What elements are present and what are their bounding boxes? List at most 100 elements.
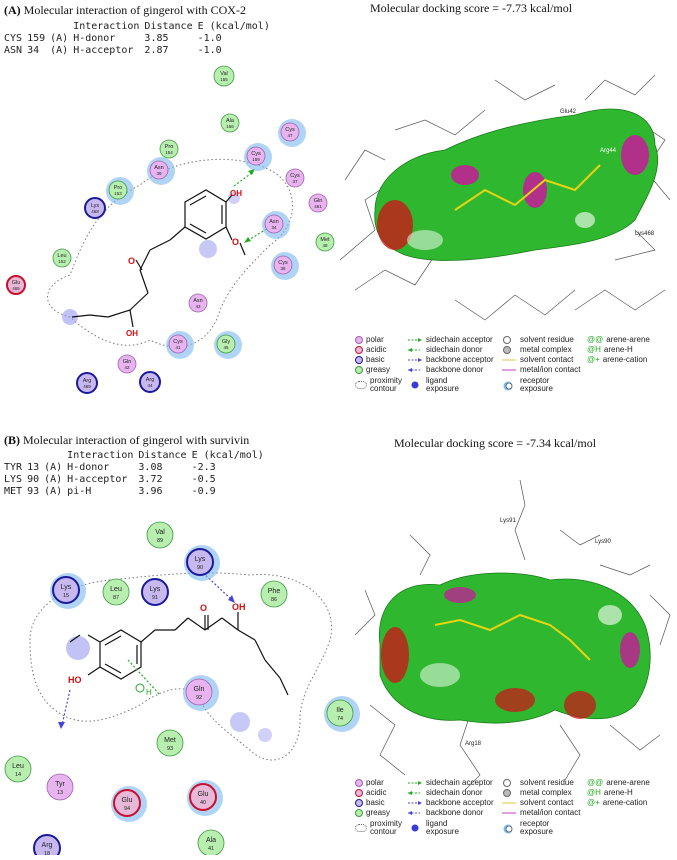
residue-arg-18: Arg18	[33, 834, 61, 855]
legend-label: proximity contour	[370, 376, 403, 393]
residue-number: 153	[114, 191, 122, 196]
cell-number: 34	[27, 45, 40, 56]
legend-item: sidechain donor	[407, 788, 482, 797]
residue-number: 74	[337, 716, 343, 722]
residue-name: Cys	[290, 173, 300, 179]
legend-label: ligand exposure	[426, 376, 459, 393]
residue-number: 87	[113, 595, 119, 601]
residue-name: Val	[220, 71, 228, 77]
hbond-tyr13	[61, 689, 71, 726]
cell-chain: (A)	[44, 462, 63, 473]
residue-name: Pro	[165, 144, 174, 150]
residue-lys-468: Lys468	[84, 197, 106, 219]
residue-disc	[108, 180, 128, 200]
residue-name: Lys	[91, 203, 100, 209]
legend-swatch	[501, 799, 517, 807]
legend-item: proximity contour	[355, 377, 410, 393]
legend-label: metal/ion contact	[520, 808, 581, 817]
residue-name: Asn	[193, 298, 202, 304]
atom-arene-h: H	[146, 688, 152, 697]
surface-polar-patch	[523, 172, 547, 208]
residue-disc	[168, 334, 188, 354]
legend-swatch	[501, 778, 517, 787]
legend-item: backbone donor	[407, 365, 483, 374]
residue-disc	[189, 783, 217, 811]
cell-number: 93	[27, 486, 40, 497]
cell-number: 159	[27, 33, 46, 44]
legend-item: metal/ion contact	[501, 365, 580, 374]
interaction-arrow-swatch	[407, 789, 423, 797]
table-row: TYR 13 (A) H-donor 3.08 -2.3	[4, 462, 269, 474]
residue-disc	[46, 773, 74, 801]
residue-disc	[149, 160, 169, 180]
residue-name: Leu	[110, 586, 122, 593]
residue-number: 92	[196, 695, 202, 701]
residue-number: 159	[252, 157, 260, 162]
residue-lys-91: Lys91	[141, 578, 169, 606]
arene-interaction-icon: @+	[587, 798, 600, 807]
legend-label: solvent contact	[520, 355, 574, 364]
atom-carbonyl-o: O	[128, 256, 135, 266]
legend-item: proximity contour	[355, 820, 410, 836]
panel-a-docking-score: Molecular docking score = -7.73 kcal/mol	[370, 1, 573, 15]
ligand-exposure	[66, 636, 90, 660]
cell-energy: -2.3	[191, 462, 216, 473]
residue-disc	[76, 372, 98, 394]
legend-label: greasy	[366, 365, 391, 374]
residue-name: Glu	[12, 280, 21, 286]
surface-polar-patch	[621, 135, 649, 175]
interaction-arrow-swatch	[407, 346, 423, 354]
residue-number: 461	[314, 204, 322, 209]
header-energy: E (kcal/mol)	[197, 21, 270, 32]
dock-residue-label: Lys91	[500, 518, 516, 524]
residue-number: 36	[280, 266, 286, 271]
legend-label: ligand exposure	[426, 819, 459, 836]
legend-item: basic	[355, 798, 385, 807]
table-row: ASN 34 (A) H-acceptor 2.87 -1.0	[4, 45, 275, 57]
surface-exposed-patch	[598, 605, 622, 625]
residue-class-swatch	[355, 798, 363, 807]
residue-disc	[326, 699, 354, 727]
interaction-arrow-swatch	[407, 336, 423, 344]
residue-disc	[139, 371, 161, 393]
residue-number: 37	[292, 179, 298, 184]
residue-number: 42	[124, 365, 130, 370]
residue-arg-44: Arg44	[139, 371, 161, 393]
table-header-row: Interaction Distance E (kcal/mol)	[4, 450, 269, 462]
residue-number: 48	[322, 243, 328, 248]
legend-swatch	[501, 366, 517, 374]
panel-b-docking-score: Molecular docking score = -7.34 kcal/mol	[394, 436, 597, 450]
legend-label: acidic	[366, 345, 387, 354]
residue-disc	[102, 578, 130, 606]
residue-name: Pro	[114, 185, 123, 191]
residue-number: 45	[223, 345, 229, 350]
residue-name: Arg	[146, 377, 155, 383]
residue-name: Lys	[150, 586, 161, 593]
legend-label: receptor exposure	[520, 376, 553, 393]
arene-interaction-icon: @+	[587, 355, 600, 364]
legend-label: sidechain donor	[426, 345, 483, 354]
residue-number: 41	[175, 345, 181, 350]
panel-a: (A) Molecular interaction of gingerol wi…	[4, 1, 671, 394]
legend-label: basic	[366, 355, 385, 364]
hbond-arrowhead	[244, 237, 251, 243]
atom-carbonyl-o: O	[200, 603, 207, 613]
table-header-row: Interaction Distance E (kcal/mol)	[4, 21, 275, 33]
legend-swatch	[501, 809, 517, 817]
legend-item: ligand exposure	[407, 377, 466, 393]
legend-label: sidechain acceptor	[426, 335, 493, 344]
cell-type: H-donor	[67, 462, 110, 473]
cell-residue: CYS	[4, 33, 23, 44]
hbond-arrowhead	[58, 722, 65, 729]
residue-name: Cys	[285, 127, 295, 133]
residue-number: 94	[124, 806, 130, 812]
